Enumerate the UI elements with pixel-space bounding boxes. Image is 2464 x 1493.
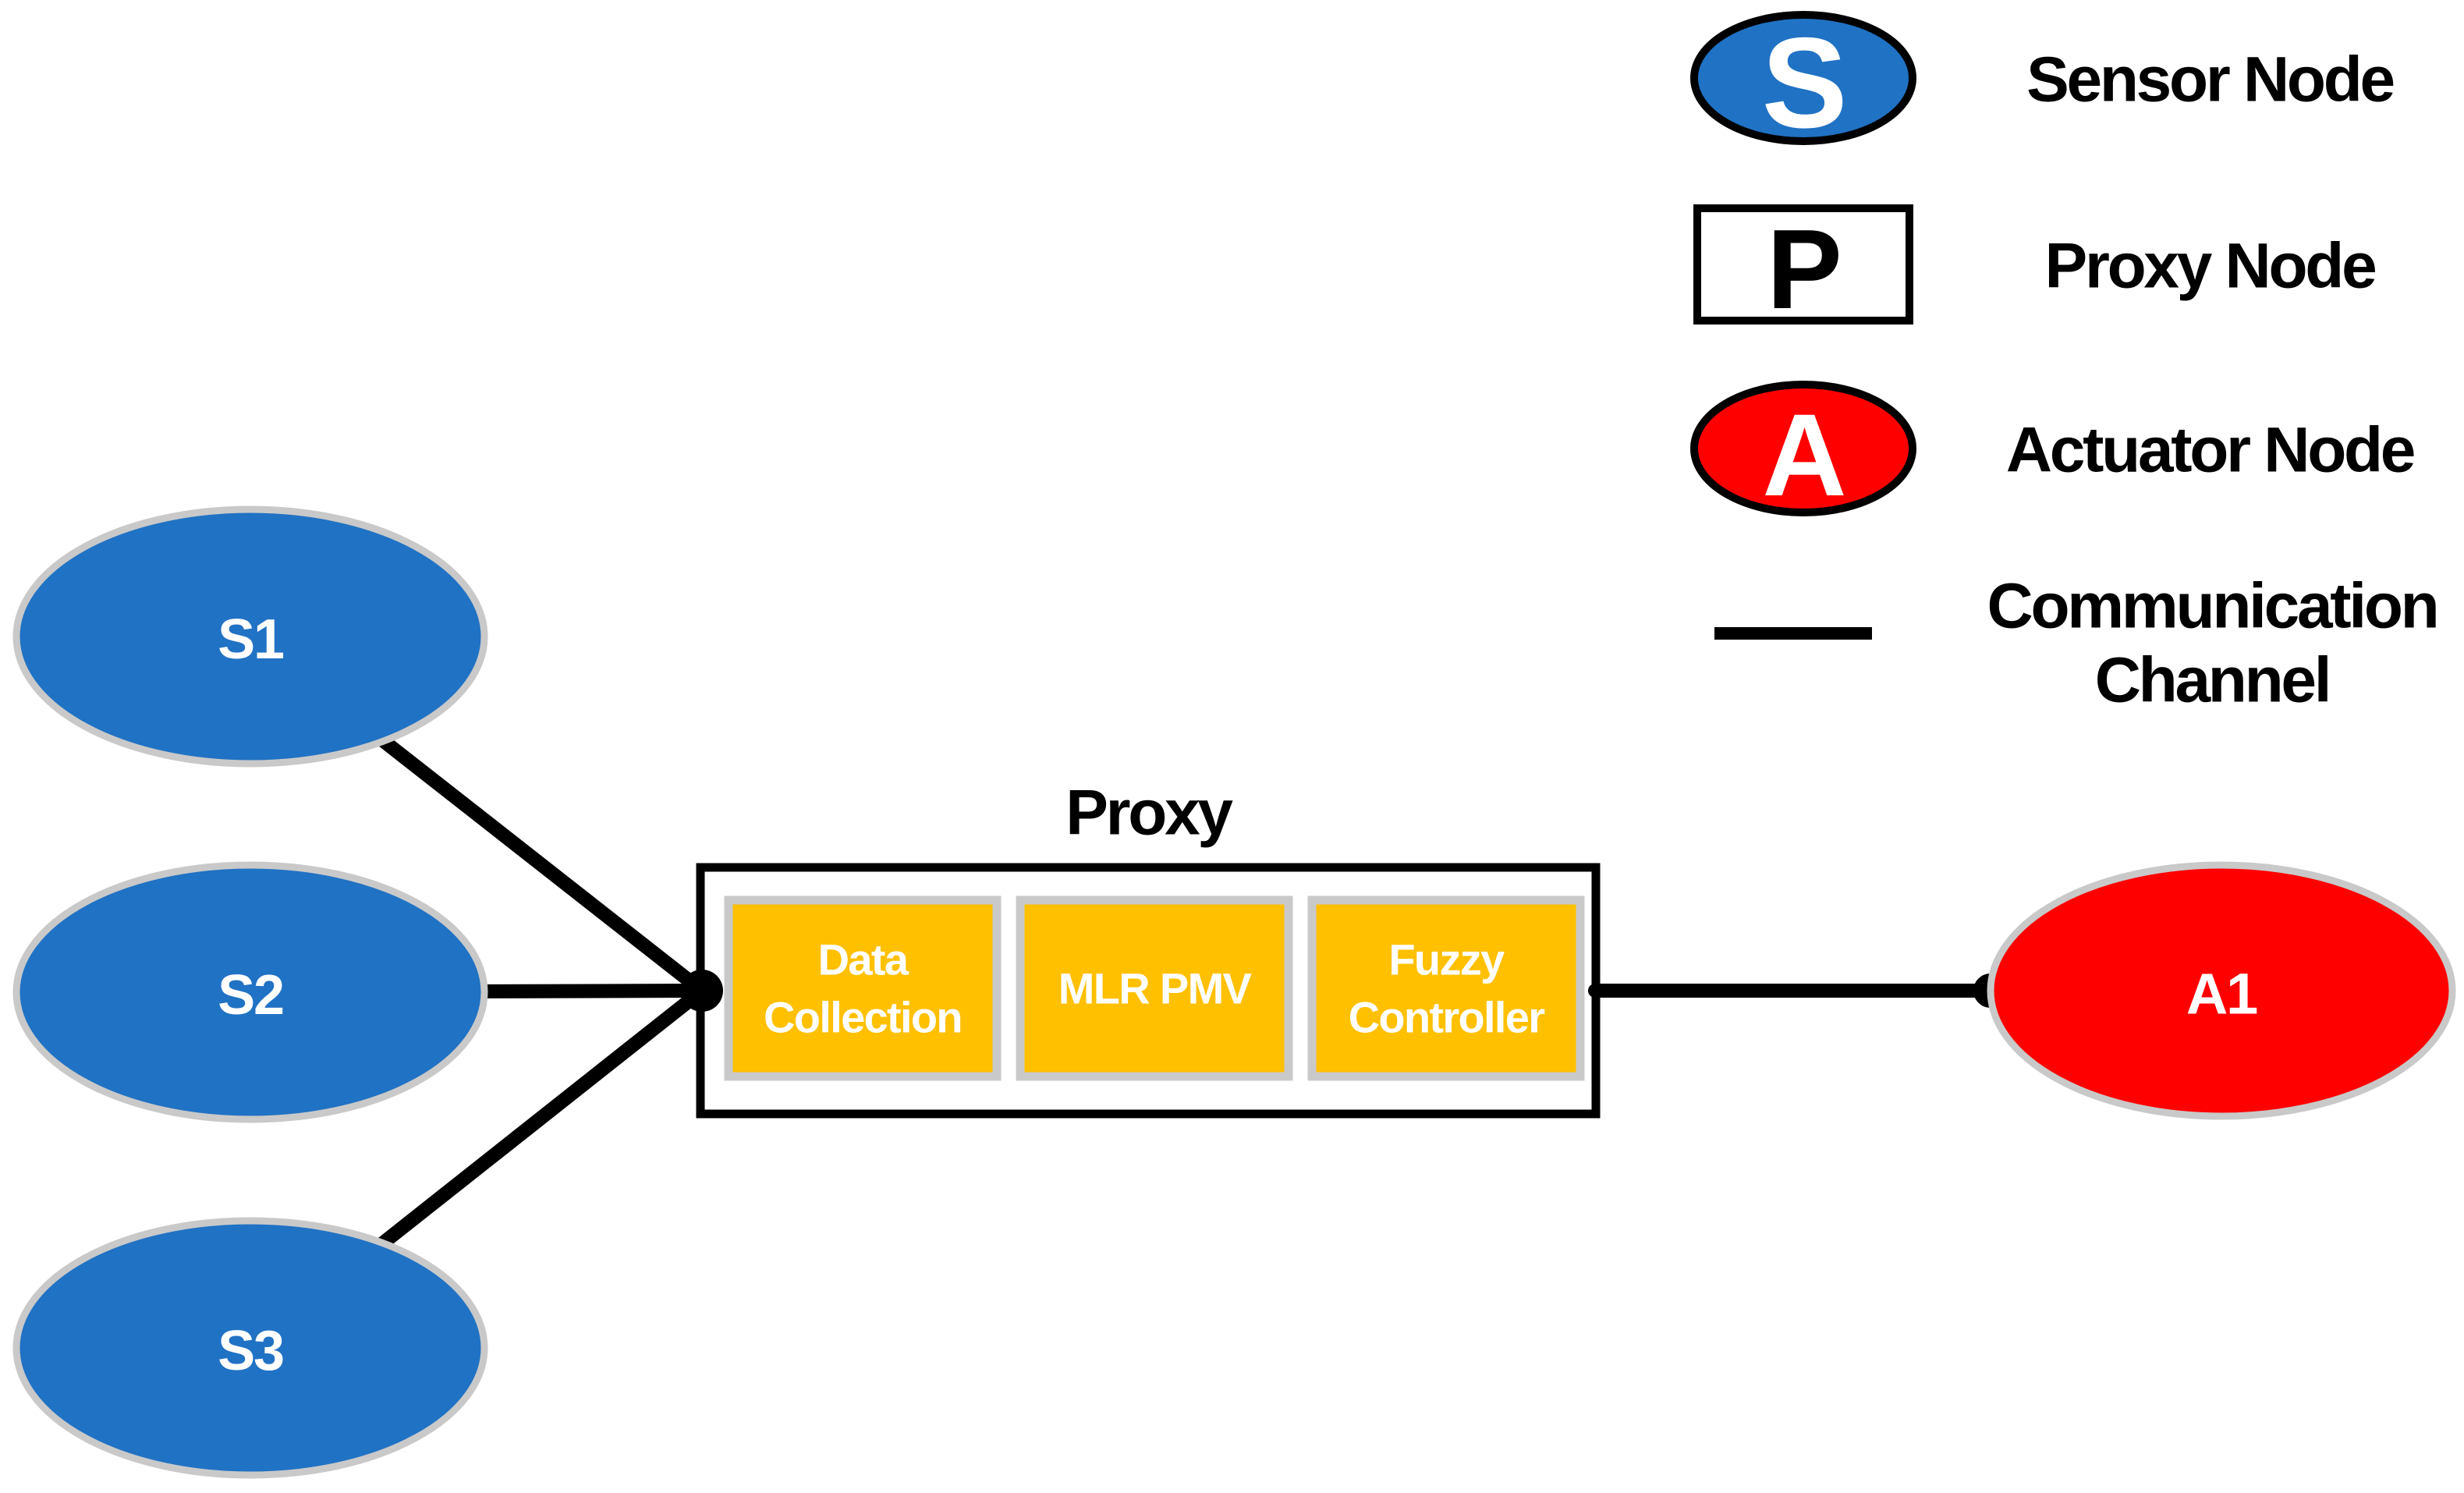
legend-sensor-symbol-letter: S (1762, 11, 1845, 154)
sensor-node-s2 (12, 861, 488, 1123)
legend-sensor-symbol (1690, 11, 1916, 145)
sensor-nodes-group: S1 S2 S3 (12, 505, 488, 1479)
module-fuzzy-controller-label-line2: Controller (1349, 993, 1545, 1042)
actuator-node-group: A1 (1987, 861, 2456, 1120)
legend-proxy-symbol-letter: P (1767, 206, 1840, 332)
module-fuzzy-controller-box (1307, 895, 1585, 1081)
proxy-title: Proxy (1065, 778, 1233, 849)
module-fuzzy-controller-label-line1: Fuzzy (1388, 935, 1505, 984)
legend-group: S Sensor Node P Proxy Node A Actuator No… (1690, 11, 2440, 716)
legend-actuator-label: Actuator Node (2006, 415, 2414, 486)
legend-actuator-symbol-letter: A (1762, 389, 1844, 520)
module-data-collection-box (724, 895, 1002, 1081)
module-data-collection-label-line1: Data (818, 935, 909, 984)
sensor-node-s1 (12, 505, 488, 768)
module-data-collection-label-line2: Collection (764, 993, 962, 1042)
legend-proxy-label: Proxy Node (2045, 231, 2376, 302)
sensor-node-s3-label: S3 (218, 1320, 283, 1382)
sensor-node-s3 (12, 1217, 488, 1479)
module-mlr-pmv-box (1016, 895, 1293, 1081)
legend-actuator-symbol (1690, 381, 1916, 516)
junction-dot-proxy-left (681, 970, 723, 1012)
actuator-node-a1-label: A1 (2186, 962, 2257, 1027)
legend-channel-label-line1: Communication (1987, 571, 2437, 642)
module-mlr-pmv-label: MLR PMV (1058, 964, 1252, 1013)
legend-sensor-label: Sensor Node (2026, 44, 2393, 115)
sensor-node-s1-label: S1 (218, 608, 284, 671)
legend-proxy-symbol (1693, 204, 1913, 324)
sensor-node-s2-label: S2 (218, 964, 283, 1027)
legend-channel-label-line2: Channel (2095, 645, 2330, 716)
actuator-node-a1 (1987, 861, 2456, 1120)
proxy-node-group: Proxy Data Collection MLR PMV Fuzzy Cont… (696, 778, 1601, 1119)
